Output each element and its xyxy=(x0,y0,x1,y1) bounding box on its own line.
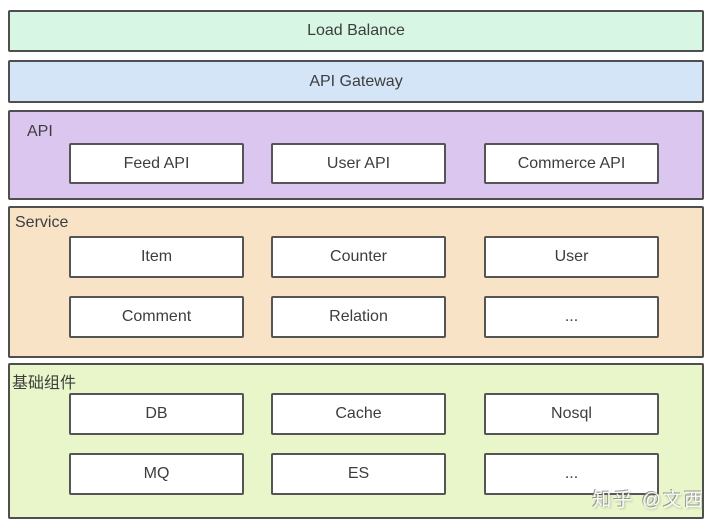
user-service-node: User xyxy=(484,236,659,278)
item-service-node: Item xyxy=(69,236,244,278)
api-gateway-label: API Gateway xyxy=(309,72,403,90)
user-api-node: User API xyxy=(271,143,446,184)
api-layer-label: API xyxy=(27,123,53,140)
more-services-node: ... xyxy=(484,296,659,338)
service-layer-label: Service xyxy=(15,214,69,231)
relation-service-node: Relation xyxy=(271,296,446,338)
counter-service-node: Counter xyxy=(271,236,446,278)
comment-service-node: Comment xyxy=(69,296,244,338)
nosql-node: Nosql xyxy=(484,393,659,435)
es-node: ES xyxy=(271,453,446,495)
more-components-node: ... xyxy=(484,453,659,495)
base-components-label: 基础组件 xyxy=(12,375,77,392)
base-components-layer: 基础组件 DB Cache Nosql MQ ES ... xyxy=(8,363,704,519)
api-layer: API Feed API User API Commerce API xyxy=(8,110,704,200)
db-node: DB xyxy=(69,393,244,435)
mq-node: MQ xyxy=(69,453,244,495)
load-balance-bar: Load Balance xyxy=(8,10,704,52)
api-gateway-bar: API Gateway xyxy=(8,60,704,103)
load-balance-label: Load Balance xyxy=(307,22,405,39)
feed-api-node: Feed API xyxy=(69,143,244,184)
commerce-api-node: Commerce API xyxy=(484,143,659,184)
service-layer: Service Item Counter User Comment Relati… xyxy=(8,206,704,358)
watermark-text: 知乎 @文西 xyxy=(592,490,705,511)
cache-node: Cache xyxy=(271,393,446,435)
